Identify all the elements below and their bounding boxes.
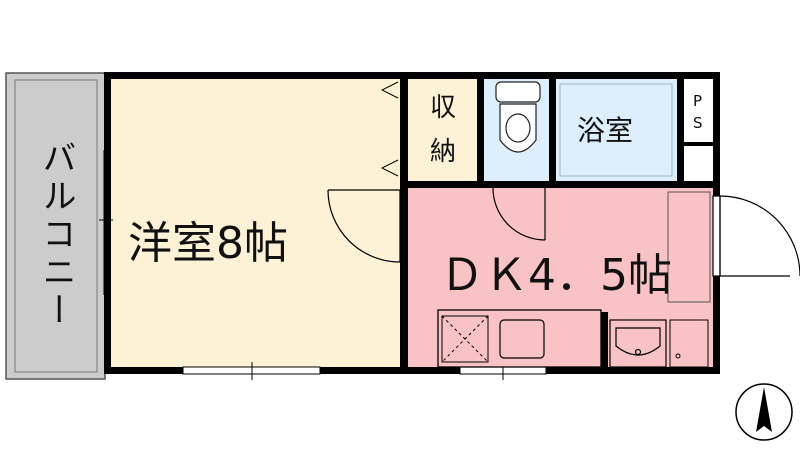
storage-door-marks xyxy=(380,81,399,177)
bath-floor xyxy=(556,78,678,182)
ps-label-1: P xyxy=(693,92,702,110)
stove-icon xyxy=(441,315,489,363)
bottom-window-left xyxy=(182,362,321,380)
western-room-door xyxy=(327,189,401,263)
balcony-area xyxy=(5,72,106,380)
sink-icon xyxy=(609,319,667,368)
entrance-step xyxy=(667,191,711,303)
ps-label-2: S xyxy=(693,114,703,132)
storage-floor xyxy=(408,78,478,182)
balcony-label: バルコニー xyxy=(36,140,76,330)
kitchen-sink-icon xyxy=(499,319,545,359)
north-arrow-icon xyxy=(735,383,793,441)
ps-floor xyxy=(684,78,714,142)
western-room-floor xyxy=(110,78,402,374)
balcony-rail xyxy=(14,79,98,373)
washing-machine-icon xyxy=(669,319,709,368)
storage-label-1: 収 xyxy=(430,93,456,123)
storage-label-2: 納 xyxy=(430,137,456,167)
entrance-door xyxy=(712,195,800,277)
toilet-icon xyxy=(495,81,541,153)
balcony-window xyxy=(99,150,113,295)
dk-label: ＤＫ4．5帖 xyxy=(440,250,672,301)
bath-tub xyxy=(559,83,673,177)
toilet-door xyxy=(492,187,546,241)
western-room-label: 洋室8帖 xyxy=(128,218,288,269)
bath-label: 浴室 xyxy=(577,114,633,147)
